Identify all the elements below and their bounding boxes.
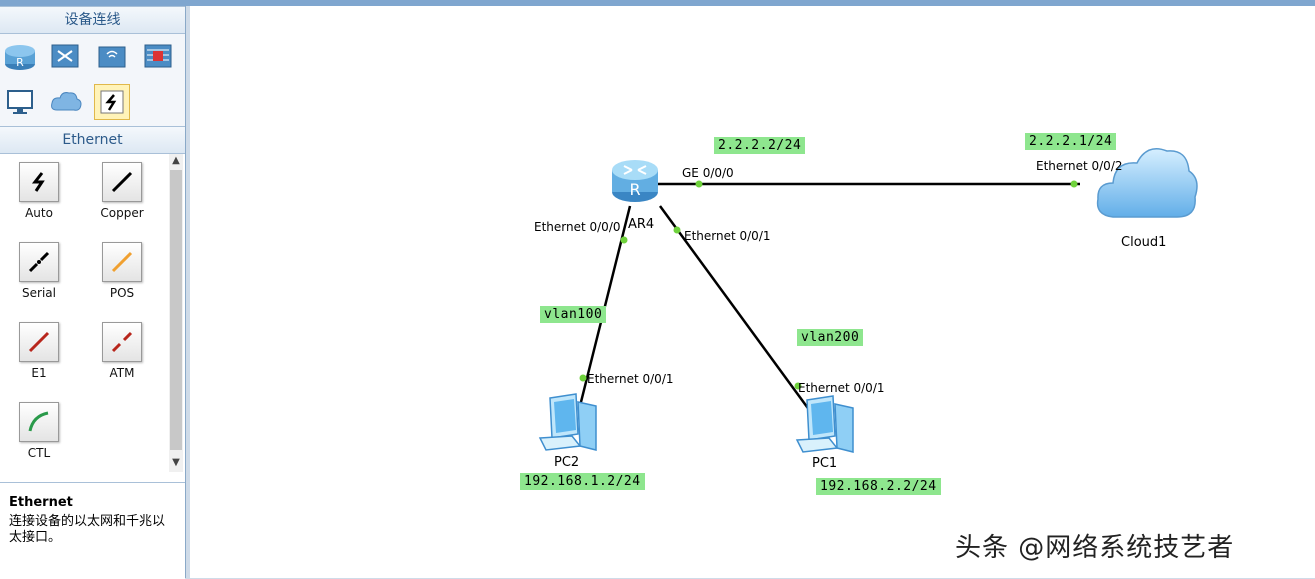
cable-label: Copper [100, 206, 144, 220]
port-dot-eth000 [620, 236, 628, 244]
port-dot-cloud [1070, 180, 1078, 188]
topology-links [578, 180, 1080, 412]
connection-device-icon[interactable] [94, 84, 130, 120]
port-dot-pc1 [794, 382, 802, 390]
cloud-icon [1096, 148, 1198, 218]
link-ar4-pc1 [658, 205, 812, 412]
port-dot-ge000 [695, 180, 703, 188]
cable-label: E1 [31, 366, 47, 380]
cable-label: Serial [22, 286, 56, 300]
info-title: Ethernet [9, 495, 73, 510]
topology-canvas[interactable]: R AR4 GE 0/0/0 Ethernet 0/0/0 Ethernet 0… [190, 6, 1315, 578]
atm-cable-icon [102, 322, 142, 362]
cloud-name: Cloud1 [1121, 235, 1167, 250]
port-dot-pc2 [579, 374, 587, 382]
switch-device-icon[interactable] [48, 38, 84, 74]
cable-info-panel: Ethernet 连接设备的以太网和千兆以太接口。 [0, 482, 185, 579]
router-port-eth001: Ethernet 0/0/1 [684, 229, 771, 243]
cable-section-header[interactable]: Ethernet [0, 126, 185, 154]
watermark: 头条 @网络系统技艺者 [955, 533, 1235, 563]
cloud1[interactable] [1093, 139, 1199, 227]
pc2-port: Ethernet 0/0/1 [587, 372, 674, 386]
pc-icon [795, 395, 854, 453]
wireless-device-icon[interactable] [94, 38, 130, 74]
router-ip-label: 2.2.2.2/24 [714, 137, 806, 154]
e1-cable-icon [19, 322, 59, 362]
router-ar4[interactable]: R [610, 154, 660, 206]
ctl-cable-icon [19, 402, 59, 442]
router-device-icon[interactable]: R [2, 38, 38, 74]
window-top-bar [0, 0, 1315, 6]
cable-label: POS [109, 286, 135, 300]
cable-label: ATM [109, 366, 135, 380]
cable-serial[interactable]: Serial [9, 242, 69, 300]
copper-cable-icon [102, 162, 142, 202]
cable-auto[interactable]: Auto [9, 162, 69, 220]
svg-text:R: R [16, 56, 24, 69]
pc2[interactable] [536, 390, 602, 454]
cable-copper[interactable]: Copper [92, 162, 152, 220]
cloud-ip-label: 2.2.2.1/24 [1025, 133, 1117, 150]
device-section-header[interactable]: 设备连线 [0, 6, 185, 34]
info-description: 连接设备的以太网和千兆以太接口。 [9, 514, 166, 545]
scroll-thumb[interactable] [170, 170, 182, 450]
cable-list-scrollbar[interactable]: ▲ ▼ [169, 154, 183, 472]
pc2-name: PC2 [554, 455, 580, 470]
cable-e1[interactable]: E1 [9, 322, 69, 380]
pc1-ip-label: 192.168.2.2/24 [816, 478, 941, 495]
port-dot-eth001 [673, 226, 681, 234]
scroll-down-icon[interactable]: ▼ [172, 457, 180, 468]
auto-cable-icon [19, 162, 59, 202]
cloud-device-icon[interactable] [48, 84, 84, 120]
router-name: AR4 [628, 217, 655, 232]
pc-device-icon[interactable] [2, 84, 38, 120]
router-port-eth000: Ethernet 0/0/0 [534, 220, 621, 234]
cable-label: CTL [27, 446, 51, 460]
pc-icon [538, 393, 597, 451]
cloud-port: Ethernet 0/0/2 [1036, 159, 1123, 173]
serial-cable-icon [19, 242, 59, 282]
cable-pos[interactable]: POS [92, 242, 152, 300]
firewall-device-icon[interactable] [140, 38, 176, 74]
pc1-port: Ethernet 0/0/1 [798, 381, 885, 395]
svg-text:R: R [629, 180, 640, 199]
pc2-ip-label: 192.168.1.2/24 [520, 473, 645, 490]
device-grid: R [0, 34, 185, 126]
cable-atm[interactable]: ATM [92, 322, 152, 380]
router-port-ge: GE 0/0/0 [682, 166, 734, 180]
pc2-vlan-label: vlan100 [540, 306, 607, 323]
router-icon: R [612, 160, 658, 202]
pos-cable-icon [102, 242, 142, 282]
cable-list: Auto Copper Serial POS E1 ATM CTL ▲ [0, 154, 185, 472]
pc1-name: PC1 [812, 456, 838, 471]
cable-ctl[interactable]: CTL [9, 402, 69, 460]
pc1-vlan-label: vlan200 [797, 329, 864, 346]
pc1[interactable] [793, 392, 859, 456]
scroll-up-icon[interactable]: ▲ [172, 155, 180, 166]
cable-label: Auto [25, 206, 53, 220]
